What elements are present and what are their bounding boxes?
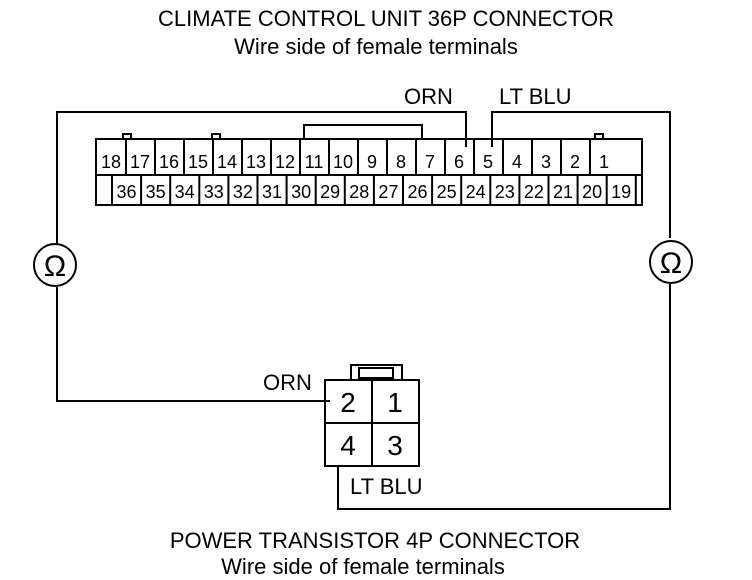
climate-pin-bottom: 25 bbox=[437, 182, 457, 202]
climate-pin-top: 2 bbox=[570, 152, 580, 172]
climate-pin-bottom: 23 bbox=[495, 182, 515, 202]
climate-pin-top: 6 bbox=[454, 152, 464, 172]
power-connector-title: POWER TRANSISTOR 4P CONNECTOR bbox=[169, 528, 581, 553]
connector-lock-tab bbox=[303, 124, 423, 139]
ohm-symbol-left: Ω bbox=[44, 250, 66, 283]
climate-pin-top: 7 bbox=[425, 152, 435, 172]
climate-pin-bottom: 20 bbox=[582, 182, 602, 202]
ohmmeter-left: Ω bbox=[33, 243, 77, 287]
climate-pin-top: 13 bbox=[246, 152, 266, 172]
climate-pin-bottom: 28 bbox=[349, 182, 369, 202]
wire-orn-top bbox=[56, 111, 467, 245]
climate-connector-title: CLIMATE CONTROL UNIT 36P CONNECTOR bbox=[158, 6, 614, 31]
climate-pin-bottom: 22 bbox=[524, 182, 544, 202]
climate-pin-top: 11 bbox=[305, 152, 324, 172]
wire-label-orn-top: ORN bbox=[404, 84, 453, 109]
climate-pin-top: 14 bbox=[217, 152, 237, 172]
wire-ltblu-bottom bbox=[337, 284, 671, 510]
climate-pin-top: 16 bbox=[159, 152, 179, 172]
climate-pin-bottom: 35 bbox=[146, 182, 166, 202]
wire-ltblu-top bbox=[491, 111, 671, 238]
climate-pin-bottom: 34 bbox=[175, 182, 195, 202]
climate-pin-top: 4 bbox=[512, 152, 522, 172]
climate-pin-top: 3 bbox=[541, 152, 551, 172]
climate-pin-top: 5 bbox=[483, 152, 493, 172]
wire-orn-bottom bbox=[56, 287, 330, 402]
climate-pin-top: 1 bbox=[599, 152, 609, 172]
power-pin-4: 4 bbox=[340, 430, 356, 461]
climate-pin-bottom: 19 bbox=[611, 182, 631, 202]
climate-pin-top: 10 bbox=[333, 152, 353, 172]
climate-pin-top: 9 bbox=[367, 152, 377, 172]
wire-label-ltblu-top: LT BLU bbox=[499, 84, 572, 109]
climate-pin-top: 12 bbox=[275, 152, 295, 172]
power-connector-body bbox=[324, 364, 420, 467]
ohm-symbol-right: Ω bbox=[660, 247, 682, 280]
climate-connector-body bbox=[95, 138, 643, 206]
climate-pin-top: 8 bbox=[396, 152, 406, 172]
ohmmeter-right: Ω bbox=[649, 240, 693, 284]
climate-pin-bottom: 31 bbox=[262, 182, 282, 202]
climate-pin-bottom: 33 bbox=[204, 182, 224, 202]
climate-connector-subtitle: Wire side of female terminals bbox=[234, 34, 518, 59]
power-pin-1: 1 bbox=[387, 387, 403, 418]
climate-pin-bottom: 27 bbox=[378, 182, 398, 202]
climate-pin-bottom: 21 bbox=[553, 182, 573, 202]
power-pin-3: 3 bbox=[387, 430, 403, 461]
wire-label-orn-bottom: ORN bbox=[263, 370, 312, 395]
climate-pin-bottom: 36 bbox=[116, 182, 136, 202]
climate-pin-top: 18 bbox=[101, 152, 121, 172]
climate-pin-bottom: 26 bbox=[407, 182, 427, 202]
climate-pin-top: 15 bbox=[188, 152, 208, 172]
wire-label-ltblu-bottom: LT BLU bbox=[350, 474, 423, 499]
climate-pin-bottom: 24 bbox=[466, 182, 486, 202]
climate-pin-top: 17 bbox=[130, 152, 150, 172]
climate-pin-bottom: 30 bbox=[291, 182, 311, 202]
power-connector-subtitle: Wire side of female terminals bbox=[221, 554, 505, 579]
climate-pin-bottom: 29 bbox=[320, 182, 340, 202]
power-pin-2: 2 bbox=[340, 387, 356, 418]
climate-pin-bottom: 32 bbox=[233, 182, 253, 202]
